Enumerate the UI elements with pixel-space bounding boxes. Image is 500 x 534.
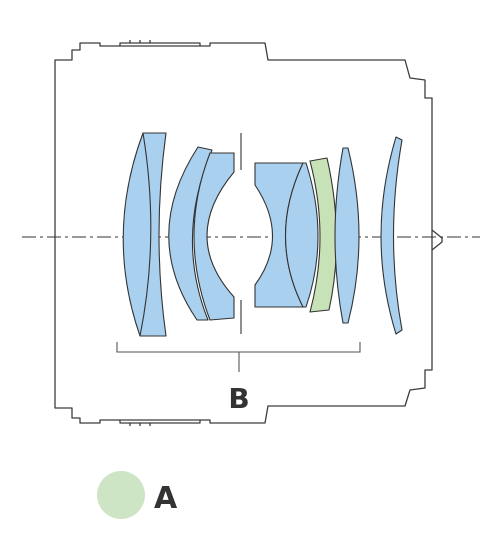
- lens-element-5: [285, 162, 319, 308]
- lens-element-3: [193, 152, 235, 321]
- special-lens-element: [309, 157, 338, 313]
- barrel-detail-bottom: [119, 420, 201, 426]
- lens-element-7: [334, 147, 360, 324]
- group-b-label: B: [228, 382, 249, 415]
- legend-swatch: [97, 471, 145, 519]
- rear-mount-notch: [431, 229, 443, 251]
- lens-barrel-outline: [54, 42, 433, 424]
- lens-element-8: [380, 136, 403, 335]
- group-b-bracket: [116, 342, 361, 372]
- legend-label: A: [154, 481, 178, 516]
- barrel-detail-top: [119, 40, 201, 46]
- lens-element-1b: [139, 132, 167, 337]
